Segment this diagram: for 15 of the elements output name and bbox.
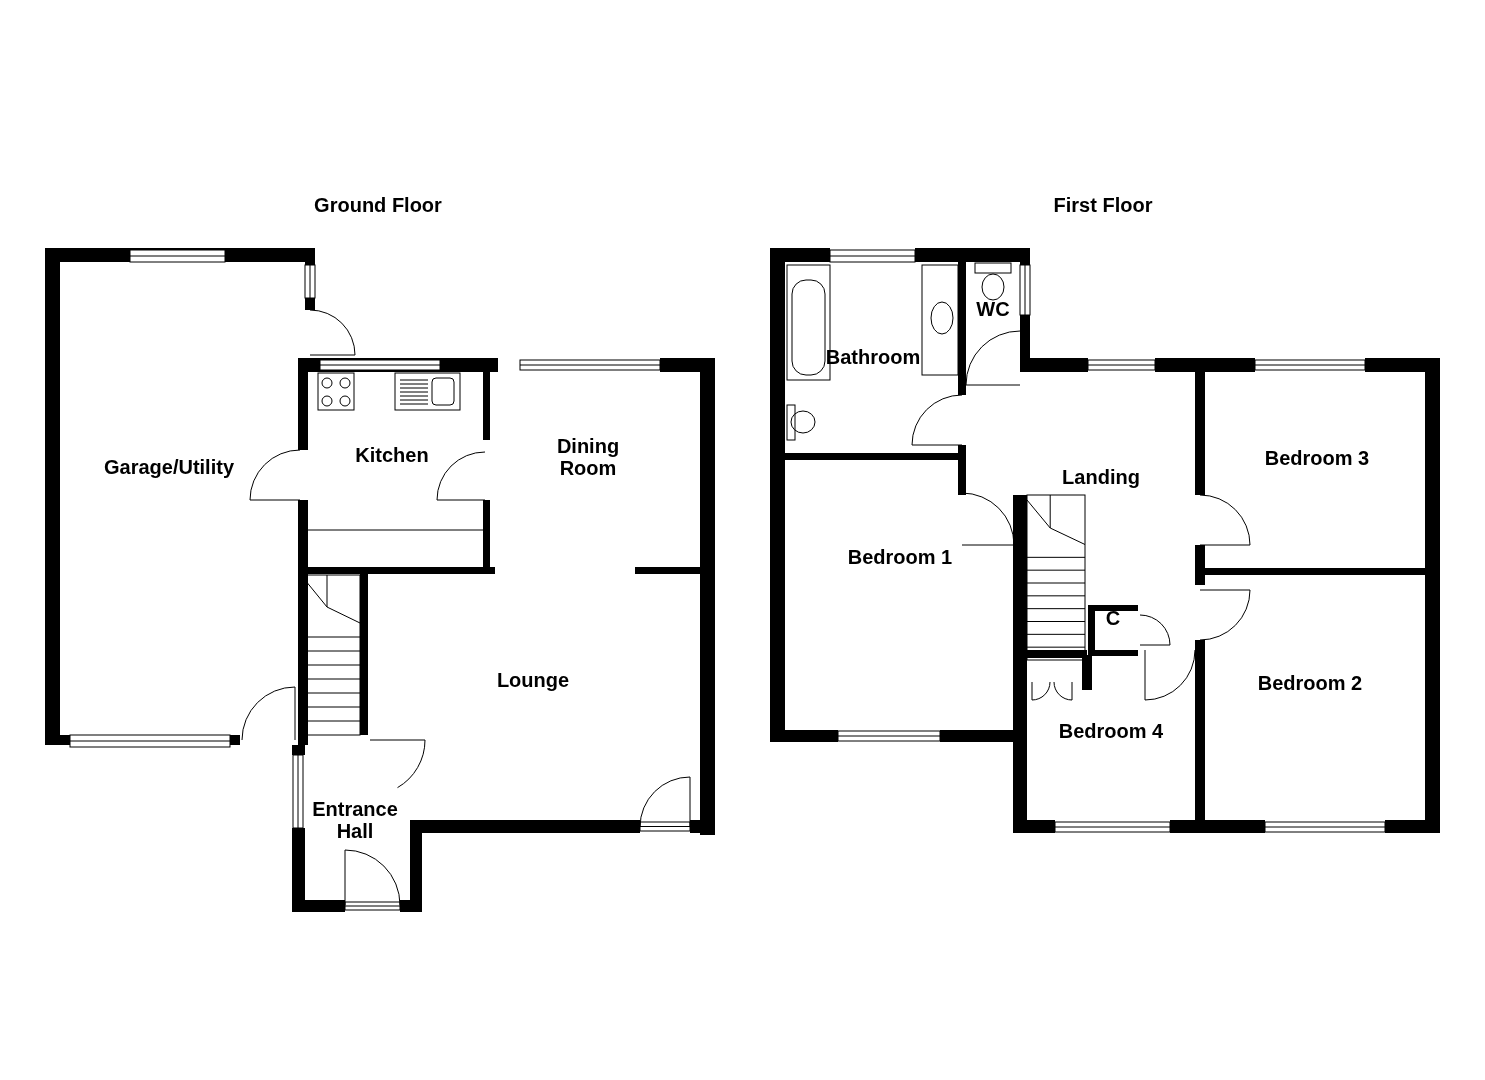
room-name: Bedroom 2: [1250, 672, 1370, 694]
floor-heading: First Floor: [1053, 194, 1153, 216]
room-name: C: [1103, 607, 1123, 629]
room-name: Garage/Utility: [69, 456, 269, 478]
room-name: WC: [973, 298, 1013, 320]
room-name: Bedroom 4: [1051, 720, 1171, 742]
room-name: Bathroom: [813, 346, 933, 368]
room-name: Kitchen: [332, 444, 452, 466]
room-name: Landing: [1041, 466, 1161, 488]
room-name: Entrance Hall: [307, 798, 403, 842]
room-name: Bedroom 1: [840, 546, 960, 568]
room-name: Dining Room: [548, 435, 628, 479]
room-name: Lounge: [473, 669, 593, 691]
room-name: Bedroom 3: [1257, 447, 1377, 469]
floor-heading: Ground Floor: [314, 194, 442, 216]
